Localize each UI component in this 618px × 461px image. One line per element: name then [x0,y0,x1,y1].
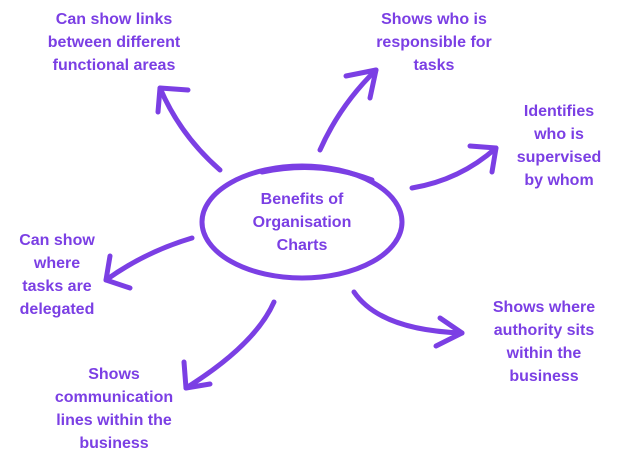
arrow-to-supervised [409,143,499,191]
benefit-authority-label: Shows where authority sits within the bu… [492,299,596,385]
center-ellipse-overlap [259,165,375,183]
benefit-responsible-label: Shows who is responsible for tasks [376,11,492,74]
benefit-communication-label: Shows communication lines within the bus… [54,366,174,452]
benefit-supervised-label: Identifies who is supervised by whom [516,103,602,189]
benefit-links-label: Can show links between different functio… [47,11,181,74]
arrow-to-links [155,85,223,173]
arrow-to-communication [181,299,277,391]
benefit-delegated-label: Can show where tasks are delegated [19,232,95,318]
center-label: Benefits of Organisation Charts [252,191,352,254]
arrow-to-authority [351,289,465,349]
arrow-to-responsible [317,67,379,153]
arrow-to-delegated [103,235,195,291]
